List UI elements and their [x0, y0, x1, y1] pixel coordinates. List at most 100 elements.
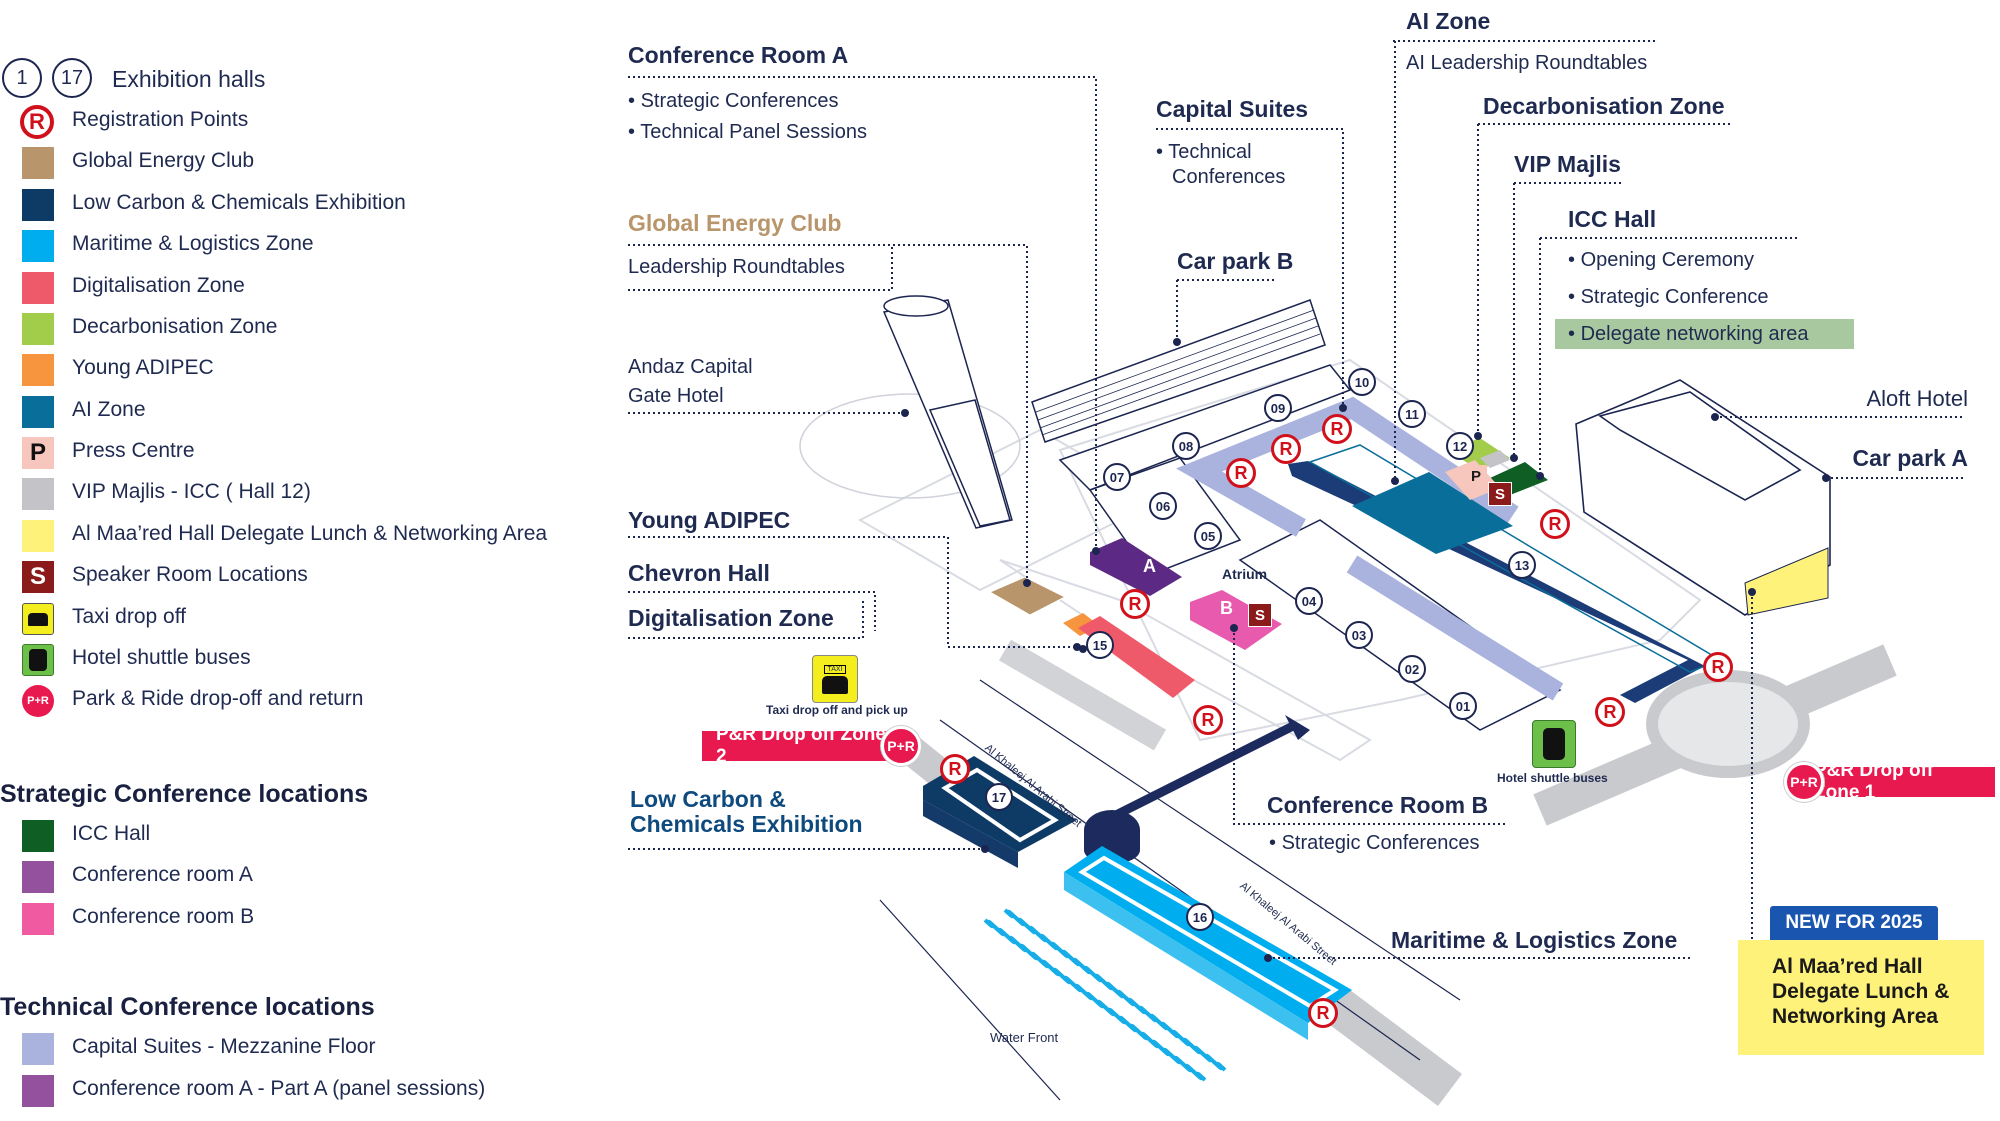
legend-item-label: Hotel shuttle buses [72, 646, 251, 669]
hall-12-marker[interactable]: 12 [1446, 432, 1474, 460]
andaz-line-1: Andaz Capital [628, 356, 753, 378]
taxi-car-shape [822, 675, 848, 694]
legend-swatch [22, 313, 54, 345]
legend-swatch [22, 520, 54, 552]
hall-number-icon-first: 1 [2, 58, 42, 98]
legend-item: VIP Majlis - ICC ( Hall 12) [0, 477, 600, 511]
digitalisation-zone-title: Digitalisation Zone [628, 605, 834, 631]
taxi-icon [22, 603, 54, 635]
registration-point-icon[interactable]: R [1595, 697, 1625, 727]
hall-17-marker[interactable]: 17 [985, 783, 1013, 811]
new-for-2025-badge: NEW FOR 2025 [1770, 906, 1938, 940]
hall-02-marker[interactable]: 02 [1398, 655, 1426, 683]
park-ride-icon: P+R [22, 685, 54, 717]
legend-item-label: Maritime & Logistics Zone [72, 232, 314, 255]
aloft-hotel-title: Aloft Hotel [1866, 386, 1969, 411]
registration-point-icon[interactable]: R [1703, 652, 1733, 682]
legend-item-label: Decarbonisation Zone [72, 315, 278, 338]
room-a-letter: A [1143, 556, 1156, 576]
hall-05-marker[interactable]: 05 [1194, 522, 1222, 550]
bullet-text: Strategic Conferences [1281, 832, 1480, 854]
hall-16-marker[interactable]: 16 [1186, 903, 1214, 931]
registration-point-icon[interactable]: R [1120, 589, 1150, 619]
global-energy-club-sub: Leadership Roundtables [628, 256, 845, 278]
registration-point-icon[interactable]: R [1540, 509, 1570, 539]
al-maared-hall-area [1744, 547, 1829, 616]
hall-03-marker[interactable]: 03 [1345, 621, 1373, 649]
low-carbon-line-1: Low Carbon & [630, 786, 786, 812]
legend-swatch: P [22, 437, 54, 469]
car-park-a-title: Car park A [1852, 445, 1968, 471]
registration-icon: R [20, 105, 54, 139]
legend-item: Conference room A - Part A (panel sessio… [0, 1074, 600, 1108]
capital-suites-title: Capital Suites [1156, 96, 1309, 122]
atrium-label: Atrium [1222, 566, 1268, 582]
legend-swatch [22, 1033, 54, 1065]
legend-item-label: Conference room B [72, 905, 255, 928]
conference-room-a-bullet-1: • Strategic Conferences [628, 90, 839, 112]
legend-item-label: Young ADIPEC [72, 356, 214, 379]
conference-room-a-block [1090, 538, 1182, 596]
hall-01-marker[interactable]: 01 [1449, 692, 1477, 720]
legend-item: Decarbonisation Zone [0, 312, 600, 346]
water-front-label: Water Front [990, 1030, 1059, 1045]
decarbonisation-zone-title: Decarbonisation Zone [1483, 93, 1725, 119]
conference-room-a-bullet-2: • Technical Panel Sessions [628, 121, 867, 143]
legend-item-label: Taxi drop off [72, 605, 187, 628]
hall-number-icon-last: 17 [52, 58, 92, 98]
wave-line [1003, 908, 1227, 1072]
registration-point-icon[interactable]: R [940, 754, 970, 784]
legend-item: Conference room B [0, 902, 600, 936]
legend-item: Young ADIPEC [0, 353, 600, 387]
conference-room-b-block [1190, 590, 1282, 650]
registration-point-icon[interactable]: R [1308, 998, 1338, 1028]
ai-zone-sub: AI Leadership Roundtables [1406, 52, 1648, 74]
hall-06-marker[interactable]: 06 [1149, 492, 1177, 520]
hall-07-marker[interactable]: 07 [1103, 463, 1131, 491]
legend-swatch [22, 478, 54, 510]
chevron-hall-title: Chevron Hall [628, 560, 770, 586]
conference-room-a-title: Conference Room A [628, 42, 849, 68]
registration-point-icon[interactable]: R [1271, 434, 1301, 464]
legend-item-label: ICC Hall [72, 822, 151, 845]
andaz-tower [799, 295, 1021, 529]
legend-item-label: Conference room A [72, 863, 253, 886]
al-maared-hall-box: Al Maa’red Hall Delegate Lunch & Network… [1738, 940, 1984, 1055]
global-energy-club-title: Global Energy Club [628, 210, 842, 236]
hall-08-marker[interactable]: 08 [1172, 432, 1200, 460]
car-park-b-building [1031, 299, 1326, 443]
registration-point-icon[interactable]: R [1193, 705, 1223, 735]
bullet-text: Technical [1168, 141, 1252, 163]
bullet-text: Strategic Conferences [640, 90, 839, 112]
hall-13-marker[interactable]: 13 [1508, 551, 1536, 579]
water-front-waves [983, 908, 1227, 1082]
wave-line [983, 918, 1207, 1082]
hall-09-marker[interactable]: 09 [1264, 394, 1292, 422]
street-lines [879, 679, 1461, 1101]
legend-item: AI Zone [0, 395, 600, 429]
hall-15-marker[interactable]: 15 [1086, 631, 1114, 659]
legend-swatch [22, 820, 54, 852]
registration-point-icon[interactable]: R [1322, 414, 1352, 444]
registration-point-icon[interactable]: R [1226, 458, 1256, 488]
road-bottom-grey [1318, 984, 1462, 1106]
speaker-room-b-icon: S [1248, 603, 1272, 627]
legend-swatch [22, 272, 54, 304]
legend-item-label: Global Energy Club [72, 149, 255, 172]
legend-item-label: Press Centre [72, 439, 195, 462]
maritime-zone-title: Maritime & Logistics Zone [1391, 927, 1678, 953]
al-maared-line-1: Al Maa’red Hall [1772, 955, 1923, 978]
press-centre-icon: P [1465, 465, 1487, 487]
legend-item-label: AI Zone [72, 398, 146, 421]
park-ride-icon-zone-1: P+R [1784, 762, 1824, 802]
hall-10-marker[interactable]: 10 [1348, 368, 1376, 396]
hall-04-marker[interactable]: 04 [1295, 587, 1323, 615]
legend-swatch [22, 230, 54, 262]
leader-dots [901, 338, 1830, 962]
hall-11-marker[interactable]: 11 [1398, 400, 1426, 428]
legend-item: Maritime & Logistics Zone [0, 229, 600, 263]
legend-item-label: Digitalisation Zone [72, 274, 245, 297]
al-maared-line-3: Networking Area [1772, 1005, 1939, 1028]
